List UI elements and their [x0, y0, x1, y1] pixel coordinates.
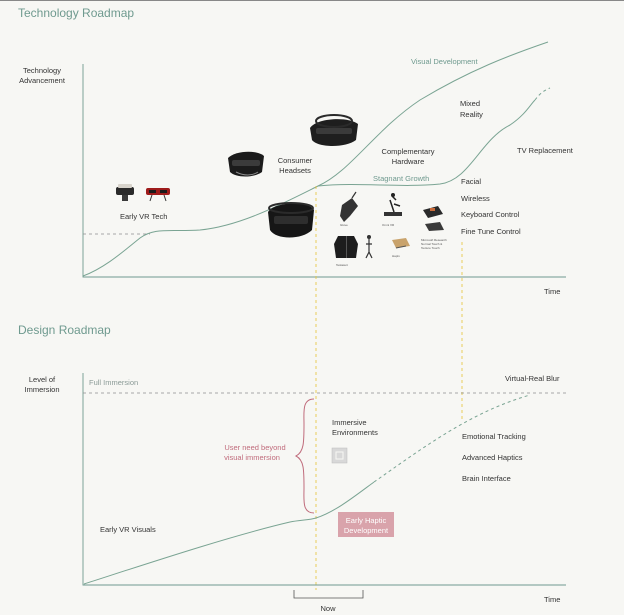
mixed-reality-label-line1: Mixed: [460, 99, 480, 108]
tech-y-axis-label-line1: Technology: [23, 66, 61, 75]
future-item-advanced-haptics: Advanced Haptics: [462, 453, 523, 462]
early-haptic-label-line2: Development: [344, 526, 389, 535]
design-immersion-curve: [83, 481, 375, 585]
omni-caption: Omni VR: [382, 223, 395, 227]
tech-visual-development-curve: [82, 41, 549, 277]
mixed-reality-label-line2: Reality: [460, 110, 483, 119]
microsoft-research-caption-line1: Microsoft Research: [421, 238, 447, 242]
feature-keyboard-control: Keyboard Control: [461, 210, 520, 219]
haptx-caption: Haptx: [392, 254, 400, 258]
controller-icon: [423, 206, 444, 231]
psvr-headset-icon: [268, 202, 314, 238]
user-need-label-line1: User need beyond: [224, 443, 285, 452]
glove-caption: Glove: [340, 223, 348, 227]
future-item-brain-interface: Brain Interface: [462, 474, 511, 483]
haptx-figure-icon: [365, 235, 373, 259]
design-y-axis-label-line2: Immersion: [24, 385, 59, 394]
future-item-emotional-tracking: Emotional Tracking: [462, 432, 526, 441]
early-vr-visuals-label: Early VR Visuals: [100, 525, 156, 534]
immersive-environments-label-line2: Environments: [332, 428, 378, 437]
tech-future-curve: [534, 87, 551, 101]
design-x-axis-label: Time: [544, 595, 560, 604]
microsoft-research-caption-line3: Texture Touch: [421, 246, 440, 250]
user-need-label-line2: visual immersion: [224, 453, 280, 462]
gear-vr-headset-icon: [228, 151, 264, 177]
virtual-real-blur-label: Virtual-Real Blur: [505, 374, 560, 383]
early-vr-tech-label: Early VR Tech: [120, 212, 167, 221]
early-vr-headset-icon: [116, 184, 134, 201]
tech-stagnant-growth-curve: [317, 99, 536, 187]
feature-facial: Facial: [461, 177, 481, 186]
complementary-hardware-label-line1: Complementary: [382, 147, 435, 156]
now-label: Now: [320, 604, 336, 613]
technology-roadmap-title: Technology Roadmap: [18, 6, 134, 20]
full-immersion-label: Full Immersion: [89, 378, 138, 387]
complementary-hardware-label-line2: Hardware: [392, 157, 425, 166]
consumer-headsets-label-line1: Consumer: [278, 156, 313, 165]
design-roadmap-title: Design Roadmap: [18, 323, 111, 337]
early-haptic-box: [338, 512, 394, 537]
oculus-rift-headset-icon: [310, 114, 358, 146]
teslasuit-caption: Teslasuit: [336, 263, 348, 267]
microsoft-research-caption-line2: Normal Touch &: [421, 242, 442, 246]
feature-fine-tune-control: Fine Tune Control: [461, 227, 521, 236]
visual-development-label: Visual Development: [411, 57, 478, 66]
tv-replacement-label: TV Replacement: [517, 146, 574, 155]
design-future-curve: [373, 394, 531, 483]
environment-placeholder-icon: [331, 447, 348, 464]
stagnant-growth-label: Stagnant Growth: [373, 174, 429, 183]
virtual-boy-icon: [146, 188, 170, 202]
design-y-axis-label-line1: Level of: [29, 375, 56, 384]
tech-y-axis-label-line2: Advancement: [19, 76, 66, 85]
consumer-headsets-label-line2: Headsets: [279, 166, 311, 175]
haptic-device-icon: [392, 238, 410, 249]
now-bracket: [293, 590, 364, 599]
early-haptic-label-line1: Early Haptic: [346, 516, 387, 525]
teslasuit-icon: [334, 236, 358, 258]
tech-axes: [82, 64, 566, 278]
user-need-brace: [294, 398, 315, 514]
design-axes: [82, 373, 566, 586]
glove-icon: [340, 191, 358, 222]
tech-x-axis-label: Time: [544, 287, 560, 296]
immersive-environments-label-line1: Immersive: [332, 418, 367, 427]
omni-treadmill-icon: [384, 193, 402, 216]
feature-wireless: Wireless: [461, 194, 490, 203]
